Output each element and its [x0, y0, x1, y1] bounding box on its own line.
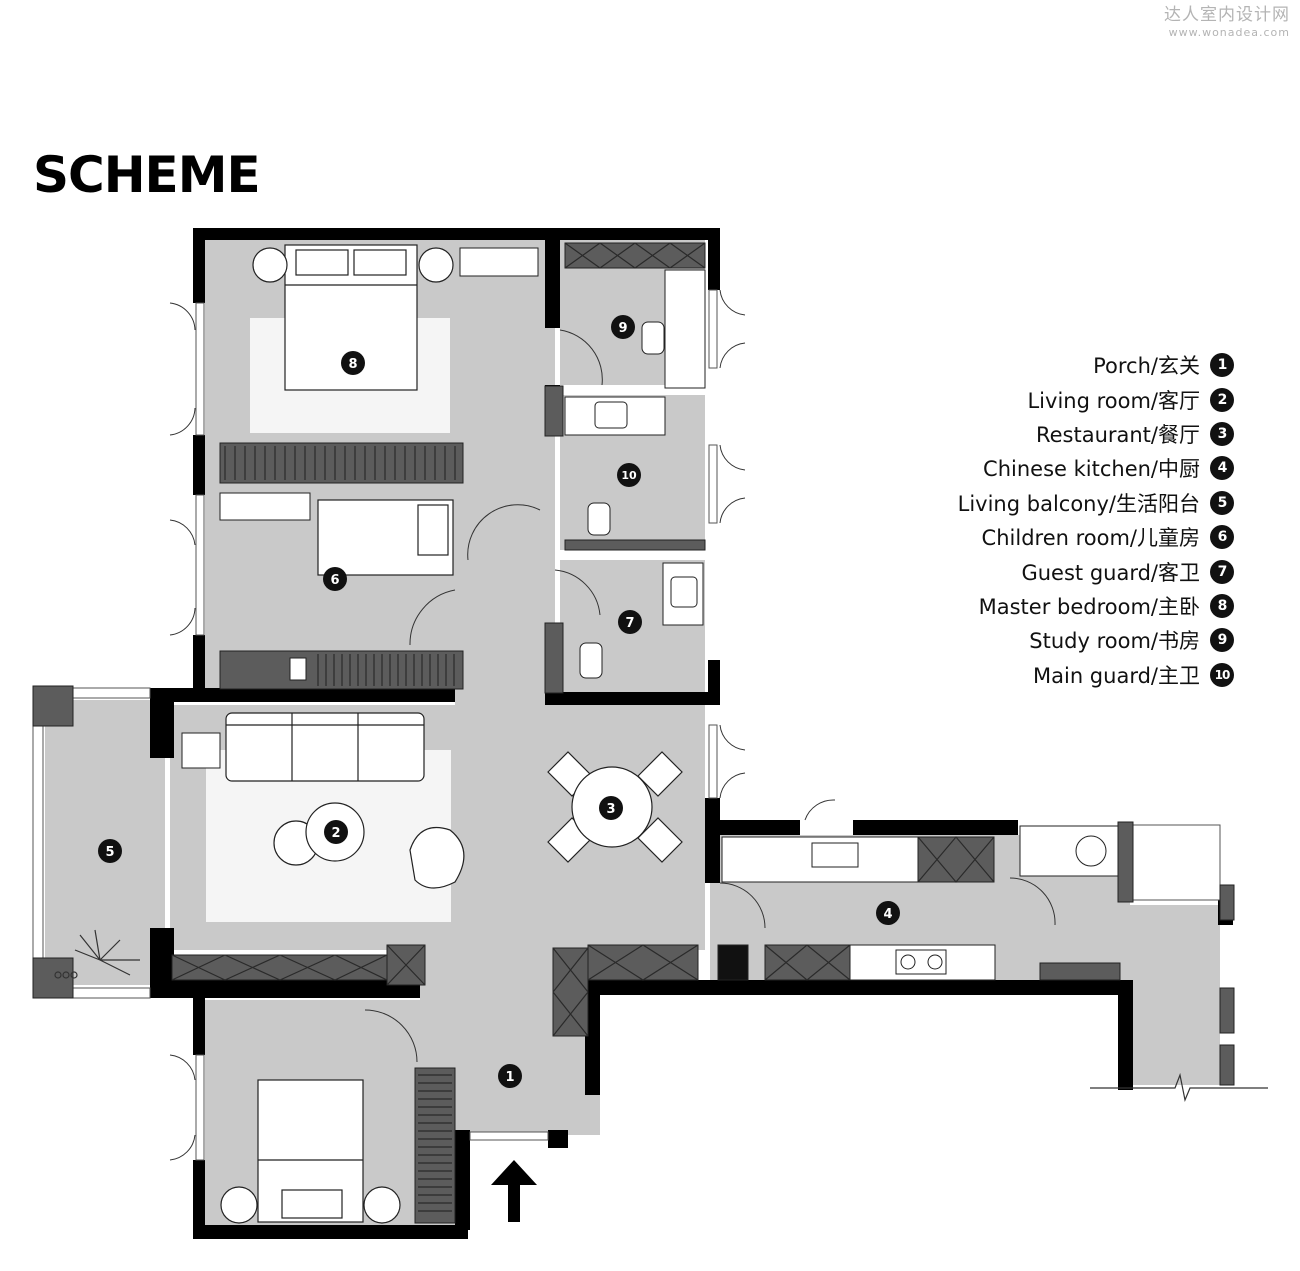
- legend-label: Study room/书房: [1029, 629, 1200, 654]
- windows: [32, 289, 1221, 1161]
- sink-icon: [594, 401, 628, 429]
- plan-marker-7: 7: [618, 610, 642, 634]
- legend-label: Children room/儿童房: [981, 526, 1200, 551]
- plan-marker-8: 8: [341, 351, 365, 375]
- legend-number-badge: 7: [1210, 559, 1234, 584]
- legend-label: Living balcony/生活阳台: [957, 491, 1200, 516]
- laundry-counter: [1019, 825, 1119, 877]
- legend-number-badge: 4: [1210, 456, 1234, 481]
- page-title: SCHEME: [33, 146, 261, 204]
- legend-item: Chinese kitchen/中厨 4: [958, 451, 1234, 485]
- watermark-url: www.wonadea.com: [1168, 26, 1290, 39]
- toilet-icon: [641, 321, 665, 355]
- entrance-arrow-icon: [491, 1160, 537, 1222]
- svg-text:9: 9: [618, 321, 627, 336]
- side-table: [181, 732, 221, 769]
- counters: [181, 247, 1119, 981]
- plan-marker-2: 2: [324, 820, 348, 844]
- svg-text:5: 5: [105, 845, 114, 860]
- watermark: 达人室内设计网 www.wonadea.com: [1164, 4, 1290, 39]
- plan-marker-10: 10: [617, 463, 641, 487]
- room-markers: 1 2 3 4 5 6 7 8 9 10: [98, 315, 900, 1088]
- svg-text:4: 4: [883, 907, 892, 922]
- svg-text:10: 10: [621, 469, 637, 482]
- legend-item: Living balcony/生活阳台 5: [958, 486, 1234, 520]
- plant-icon: [54, 929, 140, 979]
- kitchen-sink: [811, 842, 859, 868]
- svg-text:2: 2: [331, 826, 340, 841]
- legend-number-badge: 5: [1210, 490, 1234, 515]
- legend-item: Guest guard/客卫 7: [958, 554, 1234, 588]
- study-desk: [664, 269, 706, 389]
- legend-number-badge: 8: [1210, 593, 1234, 618]
- doors: [169, 289, 1056, 1161]
- plan-marker-1: 1: [498, 1064, 522, 1088]
- kids-desk: [219, 492, 311, 521]
- svg-text:8: 8: [348, 357, 357, 372]
- legend-item: Main guard/主卫 10: [958, 658, 1234, 692]
- side-balcony: [1090, 1072, 1268, 1103]
- cabinet-hatching: [171, 242, 995, 1212]
- legend-number-badge: 3: [1210, 421, 1234, 446]
- legend-item: Master bedroom/主卧 8: [958, 589, 1234, 623]
- legend-item: Restaurant/餐厅 3: [958, 417, 1234, 451]
- legend-number-badge: 10: [1210, 662, 1234, 687]
- plan-marker-3: 3: [599, 796, 623, 820]
- svg-text:1: 1: [505, 1070, 514, 1085]
- legend-label: Guest guard/客卫: [1021, 560, 1200, 585]
- svg-text:6: 6: [330, 573, 339, 588]
- legend-item: Porch/玄关 1: [958, 348, 1234, 382]
- room-legend: Porch/玄关 1 Living room/客厅 2 Restaurant/餐…: [958, 348, 1234, 692]
- legend-label: Porch/玄关: [1093, 354, 1200, 379]
- legend-item: Study room/书房 9: [958, 623, 1234, 657]
- master-tv-cabinet: [459, 247, 539, 277]
- legend-item: Children room/儿童房 6: [958, 520, 1234, 554]
- legend-number-badge: 2: [1210, 387, 1234, 412]
- legend-label: Main guard/主卫: [1033, 663, 1200, 688]
- legend-number-badge: 1: [1210, 353, 1234, 378]
- plan-marker-9: 9: [611, 315, 635, 339]
- side-balcony-floor: [1130, 905, 1220, 1085]
- plan-marker-5: 5: [98, 839, 122, 863]
- svg-text:3: 3: [606, 802, 615, 817]
- legend-item: Living room/客厅 2: [958, 382, 1234, 416]
- fixtures: [289, 321, 1107, 981]
- svg-text:7: 7: [625, 616, 634, 631]
- legend-label: Restaurant/餐厅: [1035, 422, 1200, 447]
- legend-number-badge: 9: [1210, 628, 1234, 653]
- watermark-cn: 达人室内设计网: [1164, 5, 1290, 25]
- hall-floor: [455, 240, 555, 705]
- legend-label: Master bedroom/主卧: [978, 594, 1200, 619]
- plan-marker-6: 6: [323, 567, 347, 591]
- legend-label: Living room/客厅: [1027, 388, 1200, 413]
- legend-number-badge: 6: [1210, 525, 1234, 550]
- plan-marker-4: 4: [876, 901, 900, 925]
- legend-label: Chinese kitchen/中厨: [983, 457, 1200, 482]
